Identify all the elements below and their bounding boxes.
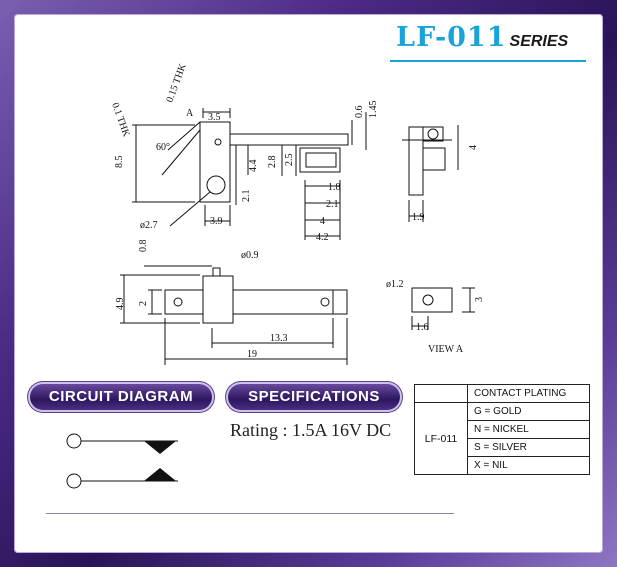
- label-1-8: 1.8: [328, 182, 341, 193]
- spring-lead-2: [161, 129, 201, 176]
- label-4-4: 4.4: [248, 160, 259, 173]
- label-thk-015: 0.15 THK: [164, 62, 188, 104]
- contact-plating-table: CONTACT PLATING LF-011 G = GOLD N = NICK…: [414, 384, 590, 475]
- label-4-side: 4: [468, 145, 479, 150]
- label-19: 19: [247, 349, 257, 360]
- side-view-housing: [299, 147, 341, 173]
- front-view-pin-hole: [214, 138, 222, 146]
- plating-option-silver: S = SILVER: [467, 438, 590, 457]
- plan-view-body: [202, 275, 234, 324]
- label-1-9: 1.9: [412, 212, 425, 223]
- label-0-8: 0.8: [138, 240, 149, 253]
- label-2: 2: [138, 301, 149, 306]
- plating-table-corner: [414, 384, 468, 403]
- label-thk-01: 0.1 THK: [109, 101, 132, 139]
- spring-lead: [167, 121, 201, 151]
- circuit-contact-lower: [144, 468, 176, 481]
- front-view-mount-hole: [206, 175, 226, 195]
- label-angle: 60°: [156, 142, 170, 153]
- view-a-profile: [411, 287, 453, 313]
- side-view-window: [305, 152, 337, 168]
- series-suffix: SERIES: [509, 33, 569, 50]
- circuit-terminal-1: [66, 433, 82, 449]
- circuit-contact-upper: [144, 441, 176, 454]
- label-diameter-0-9: ø0.9: [241, 250, 259, 261]
- title-underline: [390, 60, 586, 62]
- label-diameter-2-7: ø2.7: [140, 220, 158, 231]
- label-13-3: 13.3: [270, 333, 288, 344]
- label-0-6: 0.6: [354, 106, 365, 119]
- front-view-body: [199, 121, 231, 203]
- label-view-a: VIEW A: [428, 344, 464, 355]
- front-view-terminal: [229, 133, 349, 146]
- label-2-1-right: 2.1: [326, 199, 339, 210]
- label-3-9: 3.9: [210, 216, 223, 227]
- right-view-cap: [422, 126, 444, 142]
- specifications-heading: SPECIFICATIONS: [228, 384, 400, 410]
- plan-view-tip: [332, 289, 348, 315]
- plan-view-head: [164, 289, 204, 315]
- plating-table-header: CONTACT PLATING: [467, 384, 590, 403]
- plan-view-shaft: [232, 289, 334, 315]
- plating-option-nickel: N = NICKEL: [467, 420, 590, 439]
- rating-text: Rating : 1.5A 16V DC: [230, 420, 392, 440]
- circuit-diagram-heading: CIRCUIT DIAGRAM: [30, 384, 212, 410]
- label-4: 4: [320, 216, 325, 227]
- label-4-9: 4.9: [115, 298, 126, 311]
- label-1-45: 1.45: [368, 101, 379, 119]
- label-diameter-1-2: ø1.2: [386, 279, 404, 290]
- plating-model: LF-011: [414, 402, 468, 475]
- circuit-terminal-2: [66, 473, 82, 489]
- label-2-1-left: 2.1: [241, 190, 252, 203]
- label-2-8: 2.8: [267, 156, 278, 169]
- plating-option-nil: X = NIL: [467, 456, 590, 475]
- label-point-a: A: [186, 108, 194, 119]
- label-3-5: 3.5: [208, 112, 221, 123]
- label-2-5: 2.5: [284, 154, 295, 167]
- label-1-6: 1.6: [416, 322, 429, 333]
- plating-option-gold: G = GOLD: [467, 402, 590, 421]
- label-4-2: 4.2: [316, 232, 329, 243]
- right-view-body: [408, 126, 424, 196]
- bottom-divider: [46, 513, 454, 514]
- label-3: 3: [474, 297, 485, 302]
- label-8-5: 8.5: [114, 156, 125, 169]
- series-code: LF-011: [396, 22, 507, 53]
